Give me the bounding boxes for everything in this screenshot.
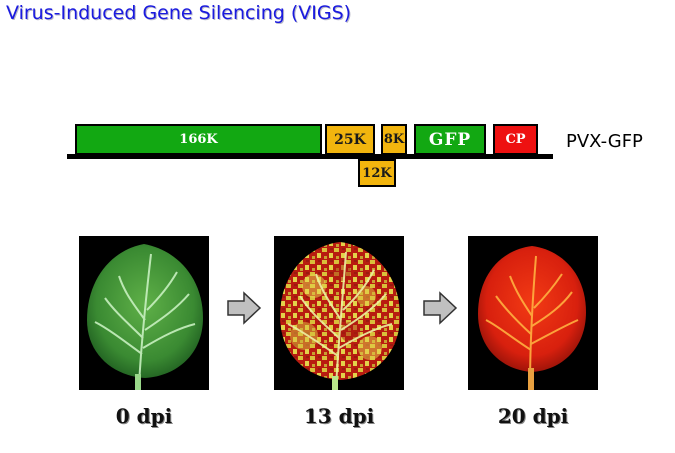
slide-title: Virus-Induced Gene Silencing (VIGS) [6,2,352,24]
gene-12k: 12K [358,159,396,187]
genome-line [67,154,553,159]
right-arrow-icon [227,291,262,325]
gene-25k: 25K [325,124,375,155]
leaf-image-0dpi [79,236,209,390]
leaf-image-13dpi [274,236,404,390]
right-arrow-icon [423,291,458,325]
gene-gfp: GFP [414,124,486,155]
gene-8k: 8K [381,124,407,155]
construct-label: PVX-GFP [566,131,643,152]
leaf-image-20dpi [468,236,598,390]
timepoint-label-13dpi: 13 dpi [303,404,375,428]
timepoint-label-0dpi: 0 dpi [115,404,173,428]
gene-166k: 166K [75,124,322,155]
gene-cp: CP [493,124,538,155]
timepoint-label-20dpi: 20 dpi [497,404,569,428]
